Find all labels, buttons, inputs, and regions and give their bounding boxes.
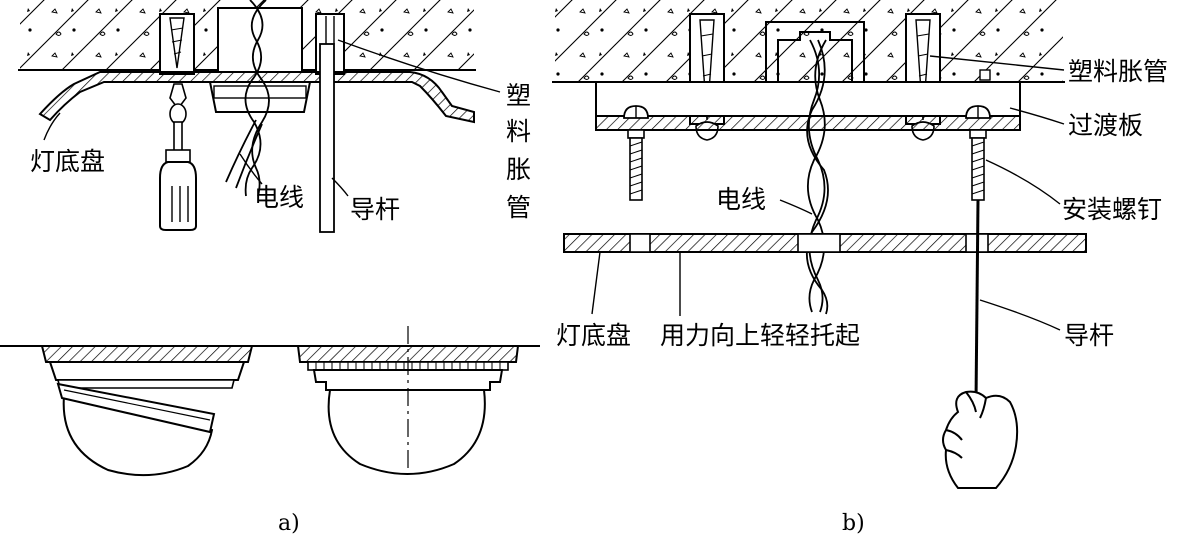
lamp-base-plate-b: [563, 233, 1087, 253]
junction-box-a: [208, 7, 312, 113]
junction-box-b: [765, 21, 865, 82]
label-guide-rod-a: 导杆: [350, 195, 400, 224]
label-adapter-plate: 过渡板: [1068, 111, 1143, 140]
screwdriver-a: [159, 83, 197, 231]
leaders-b: [591, 55, 1065, 331]
label-plastic-anchor-a-2: 料: [506, 117, 531, 146]
wire-bundle-b: [805, 39, 829, 315]
label-wire-a: 电线: [254, 183, 304, 212]
panel-a: 灯底盘 电线 导杆 塑 料 胀 管: [0, 0, 540, 536]
leaders-a: [43, 39, 501, 197]
caption-b: b): [842, 511, 865, 536]
label-guide-rod-b: 导杆: [1064, 321, 1114, 350]
label-lamp-base-b: 灯底盘: [556, 321, 631, 350]
label-lift-instruction: 用力向上轻轻托起: [660, 321, 860, 350]
panel-b: 塑料胀管 过渡板 安装螺钉 电线 导杆 灯底盘 用力向上轻轻托起 b): [552, 0, 1168, 536]
guide-rod-b: [974, 199, 980, 403]
fixture-cover-installed: [296, 326, 520, 475]
label-plastic-anchor-a-1: 塑: [506, 81, 531, 110]
hand-icon: [942, 390, 1019, 489]
fixture-cover-tilted: [40, 345, 254, 477]
label-plastic-anchor-a-3: 胀: [506, 155, 531, 184]
guide-rod-a: [319, 43, 335, 233]
mount-screw-right: [965, 105, 991, 201]
lamp-base-plate-a: [38, 71, 475, 124]
label-mount-screw: 安装螺钉: [1062, 195, 1162, 224]
label-lamp-base-a: 灯底盘: [30, 147, 105, 176]
label-plastic-anchor-a-4: 管: [506, 193, 531, 222]
ceiling-slab-b: [555, 0, 1063, 82]
label-plastic-anchor-b: 塑料胀管: [1068, 57, 1168, 86]
caption-a: a): [278, 511, 300, 536]
label-wire-b: 电线: [716, 185, 766, 214]
mount-screw-left: [623, 105, 649, 201]
plastic-anchor-a-left: [159, 13, 195, 75]
